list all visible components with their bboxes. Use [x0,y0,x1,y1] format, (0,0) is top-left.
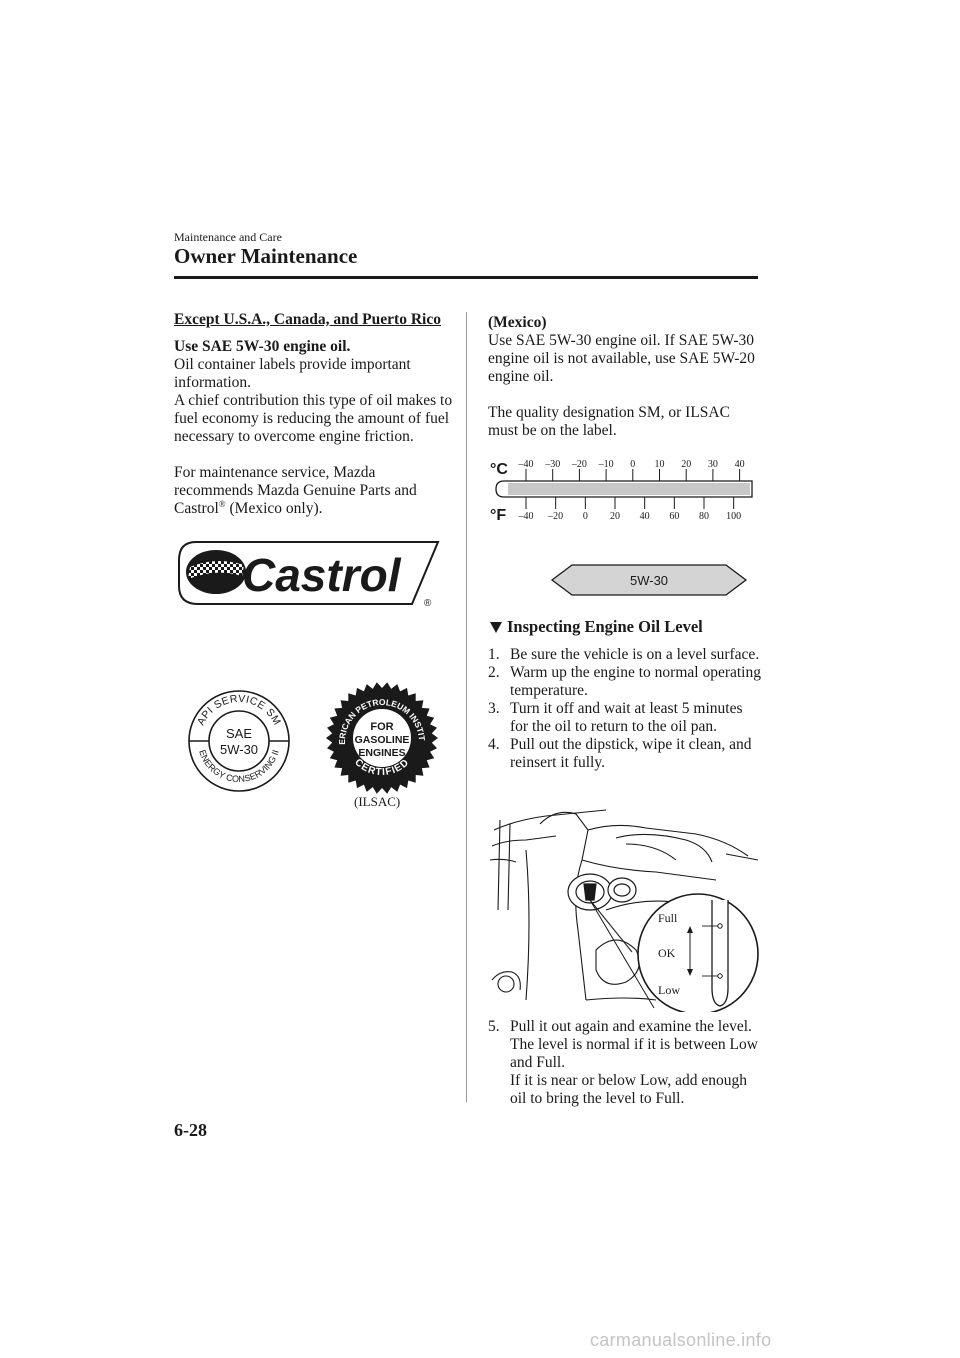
api-center-grade: 5W-30 [220,742,258,757]
fahrenheit-tick-label: 0 [583,511,588,522]
fahrenheit-tick-label: 100 [726,511,741,522]
celsius-tick-label: –20 [571,459,587,470]
castrol-registered: ® [424,598,432,609]
service-text-end: (Mexico only). [225,500,323,517]
celsius-tick-label: –40 [518,459,534,470]
dipstick-full-label: Full [658,911,678,925]
right-column: (Mexico) Use SAE 5W-30 engine oil. If SA… [488,314,763,440]
dipstick-low-label: Low [658,983,680,997]
celsius-tick-label: –10 [598,459,614,470]
fahrenheit-label: °F [490,507,506,524]
fahrenheit-tick-label: 40 [640,511,650,522]
page-number: 6-28 [174,1120,207,1140]
ilsac-center-engines: ENGINES [358,747,405,759]
engine-dipstick-illustration: Full OK Low [489,809,759,1012]
economy-paragraph: A chief contribution this type of oil ma… [174,392,453,445]
left-column: Except U.S.A., Canada, and Puerto Rico U… [174,311,454,518]
celsius-tick-label: 0 [630,459,635,470]
ilsac-center-gasoline: GASOLINE [355,734,410,746]
column-divider [466,312,467,1102]
list-item: 5. Pull it out again and examine the lev… [488,1018,758,1107]
triangle-bullet-icon [490,621,502,633]
registered-mark: ® [218,498,226,509]
oil-grade-label: 5W-30 [630,573,668,588]
list-item: 4.Pull out the dipstick, wipe it clean, … [488,736,752,771]
api-center-sae: SAE [226,726,252,741]
section-kicker: Maintenance and Care [174,230,282,244]
fahrenheit-tick-label: –20 [547,511,563,522]
region-heading: Except U.S.A., Canada, and Puerto Rico [174,311,441,328]
ilsac-caption: (ILSAC) [354,794,401,809]
celsius-tick-label: 20 [681,459,691,470]
list-item: 2.Warm up the engine to normal operating… [488,664,761,699]
list-item: 1.Be sure the vehicle is on a level surf… [488,646,760,663]
ilsac-starburst-seal: AMERICAN PETROLEUM INSTITUTE CERTIFIED F… [324,680,438,794]
service-text: For maintenance service, Mazda recommend… [174,464,417,517]
ilsac-center-for: FOR [370,721,393,733]
service-paragraph: For maintenance service, Mazda recommend… [174,464,454,518]
oil-grade-line: Use SAE 5W-30 engine oil. [174,338,351,355]
inspection-steps: 1.Be sure the vehicle is on a level surf… [488,646,763,772]
dipstick-ok-label: OK [658,946,676,960]
castrol-logo: Castrol ® [178,541,440,609]
section-title: Owner Maintenance [174,244,358,268]
list-item: 3.Turn it off and wait at least 5 minute… [488,700,743,735]
labels-paragraph: Oil container labels provide important i… [174,356,411,391]
celsius-tick-label: 30 [708,459,718,470]
watermark: carmanualsonline.info [590,1330,772,1350]
celsius-label: °C [490,461,508,478]
quality-paragraph: The quality designation SM, or ILSAC mus… [488,404,730,439]
fahrenheit-tick-label: –40 [518,511,534,522]
inspecting-heading-text: Inspecting Engine Oil Level [507,617,703,636]
fahrenheit-tick-label: 20 [610,511,620,522]
fahrenheit-tick-label: 60 [669,511,679,522]
api-donut-seal: API SERVICE SM ENERGY CONSERVING II SAE … [188,690,290,792]
mexico-paragraph: Use SAE 5W-30 engine oil. If SAE 5W-30 e… [488,332,755,385]
inspection-step-5: 5. Pull it out again and examine the lev… [488,1018,763,1108]
castrol-wordmark: Castrol [242,549,402,601]
celsius-tick-label: –30 [544,459,560,470]
celsius-tick-label: 10 [655,459,665,470]
inspecting-heading: Inspecting Engine Oil Level [490,617,703,637]
temperature-scale: °C °F –40 –30 –20 –10 0 10 20 30 40 –40 –20 0 20 40 6… [490,459,753,596]
header-rule [174,276,758,279]
celsius-tick-label: 40 [735,459,745,470]
fahrenheit-tick-label: 80 [699,511,709,522]
mexico-heading: (Mexico) [488,314,547,331]
